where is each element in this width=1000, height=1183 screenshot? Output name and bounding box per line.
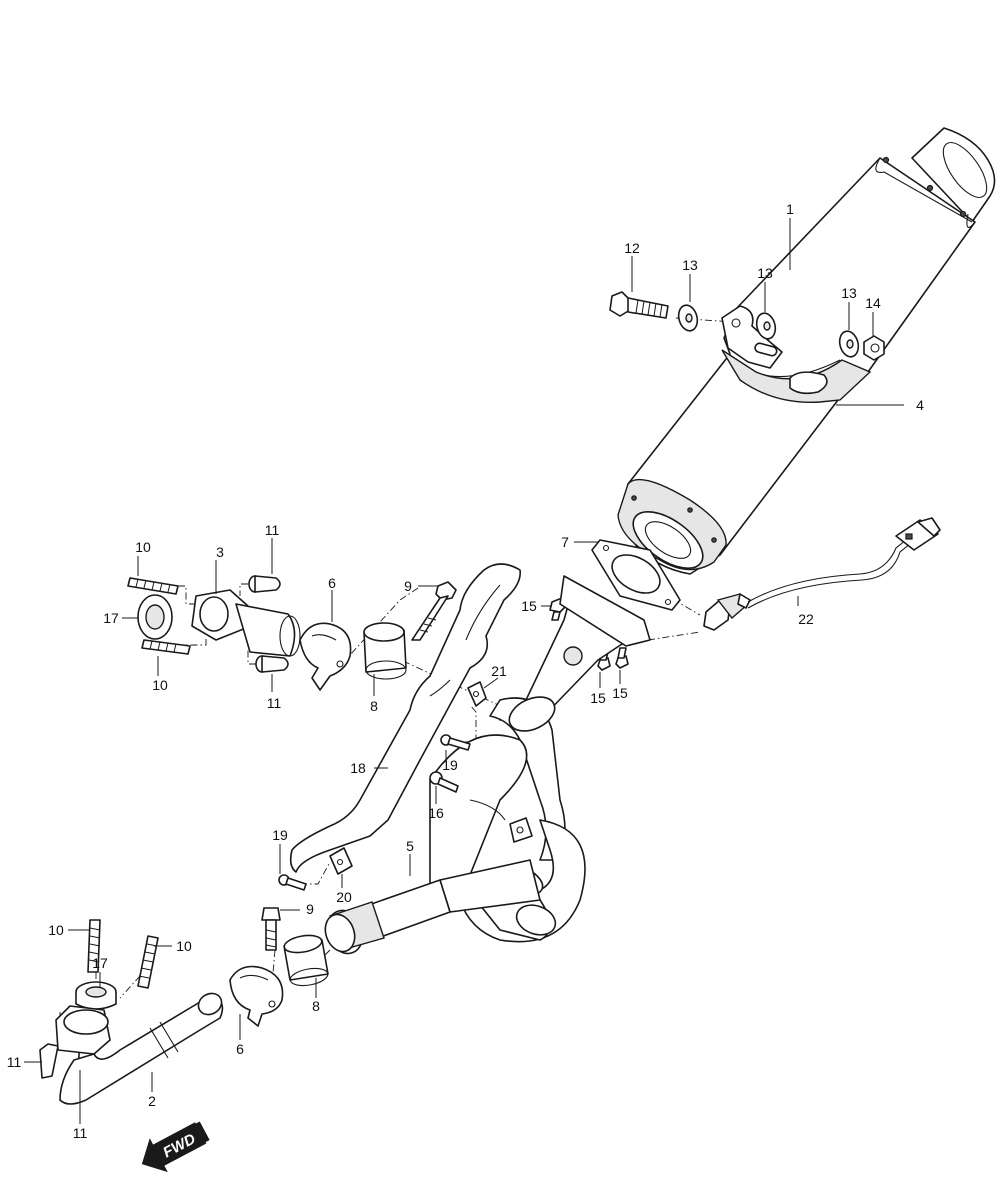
bracket-21 bbox=[467, 681, 487, 707]
clamp-6b bbox=[229, 965, 284, 1027]
callout-10a: 10 bbox=[135, 539, 151, 555]
stud-10b bbox=[141, 639, 191, 655]
callout-15b: 15 bbox=[590, 690, 606, 706]
callout-10c: 10 bbox=[48, 922, 64, 938]
callout-14: 14 bbox=[865, 295, 881, 311]
callout-15c: 15 bbox=[612, 685, 628, 701]
bolt-9b bbox=[261, 907, 281, 951]
callout-12: 12 bbox=[624, 240, 640, 256]
callout-1: 1 bbox=[786, 201, 794, 217]
callout-22: 22 bbox=[798, 611, 814, 627]
callout-13a: 13 bbox=[682, 257, 698, 273]
bolt-15c bbox=[615, 647, 629, 669]
callout-13c: 13 bbox=[841, 285, 857, 301]
callout-6b: 6 bbox=[236, 1041, 244, 1057]
bracket-20 bbox=[329, 847, 353, 875]
callout-6a: 6 bbox=[328, 575, 336, 591]
flange-pipe-2 bbox=[55, 992, 224, 1105]
nut-14 bbox=[863, 335, 885, 361]
seal-ring-17b bbox=[75, 981, 117, 1010]
callout-21: 21 bbox=[491, 663, 507, 679]
callout-15a: 15 bbox=[521, 598, 537, 614]
nut-11a bbox=[248, 575, 281, 593]
callout-2: 2 bbox=[148, 1093, 156, 1109]
callout-19a: 19 bbox=[442, 757, 458, 773]
stud-10a bbox=[127, 577, 179, 595]
callout-11b: 11 bbox=[267, 695, 282, 711]
seal-ring-17a bbox=[137, 594, 173, 640]
stud-10c bbox=[87, 919, 101, 973]
washer-13b bbox=[755, 312, 777, 340]
callout-17b: 17 bbox=[92, 955, 108, 971]
washer-13c bbox=[838, 330, 860, 358]
callout-10d: 10 bbox=[176, 938, 192, 954]
muffler bbox=[617, 127, 996, 575]
mount-bolt-12 bbox=[609, 291, 669, 319]
callout-3: 3 bbox=[216, 544, 224, 560]
callout-7: 7 bbox=[561, 534, 569, 550]
gasket-7 bbox=[591, 539, 681, 611]
nut-11c bbox=[39, 1043, 59, 1079]
callout-16: 16 bbox=[428, 805, 444, 821]
callout-18: 18 bbox=[350, 760, 366, 776]
oxygen-sensor-22 bbox=[703, 517, 941, 631]
sleeve-8a bbox=[363, 622, 407, 680]
callout-10b: 10 bbox=[152, 677, 168, 693]
callout-4: 4 bbox=[916, 397, 924, 413]
bolt-9a bbox=[411, 581, 457, 641]
bolt-19b bbox=[278, 874, 307, 891]
callout-5: 5 bbox=[406, 838, 414, 854]
flange-pipe-3 bbox=[191, 589, 301, 657]
stud-10d bbox=[137, 935, 159, 989]
callout-8b: 8 bbox=[312, 998, 320, 1014]
callout-17a: 17 bbox=[103, 610, 119, 626]
callout-8a: 8 bbox=[370, 698, 378, 714]
bolt-19a bbox=[440, 734, 471, 751]
callout-11d: 11 bbox=[73, 1125, 88, 1141]
washer-13a bbox=[677, 304, 699, 332]
leader-lines bbox=[24, 218, 904, 1124]
nut-11b bbox=[255, 655, 289, 673]
callout-19b: 19 bbox=[272, 827, 288, 843]
sleeve-8b bbox=[283, 934, 329, 987]
header-pipe-5 bbox=[324, 575, 651, 955]
callout-11a: 11 bbox=[265, 522, 280, 538]
callout-13b: 13 bbox=[757, 265, 773, 281]
heat-shield-18 bbox=[289, 563, 521, 873]
callout-9b: 9 bbox=[306, 901, 314, 917]
callout-20: 20 bbox=[336, 889, 352, 905]
callout-11c: 11 bbox=[7, 1054, 22, 1070]
forward-arrow-icon: FWD bbox=[141, 1121, 210, 1173]
callout-labels: 1 2 3 4 5 6 6 7 8 8 9 9 10 10 10 10 11 1… bbox=[7, 201, 924, 1141]
clamp-6a bbox=[299, 622, 352, 691]
callout-9a: 9 bbox=[404, 578, 412, 594]
bolt-16 bbox=[429, 771, 459, 793]
